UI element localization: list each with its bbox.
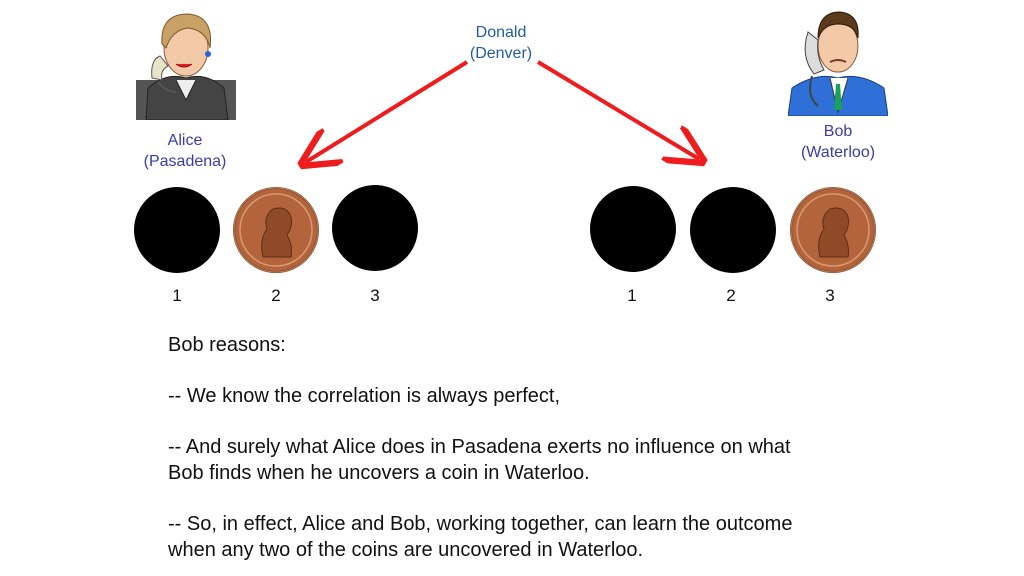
alice-coin-3-number: 3 bbox=[370, 286, 380, 305]
reasoning-point-1: -- We know the correlation is always per… bbox=[168, 383, 888, 409]
reasoning-point-2: -- And surely what Alice does in Pasaden… bbox=[168, 434, 888, 486]
donald-name: Donald bbox=[475, 24, 527, 41]
reasoning-text: Bob reasons: bbox=[168, 332, 888, 358]
bob-coin-1-covered[interactable] bbox=[590, 186, 676, 272]
bob-coin-1-number: 1 bbox=[627, 286, 637, 305]
alice-place: (Pasadena) bbox=[143, 153, 227, 170]
bob-place: (Waterloo) bbox=[800, 144, 876, 161]
donald-label: Donald (Denver) bbox=[451, 22, 551, 64]
bob-name: Bob bbox=[823, 123, 853, 140]
bob-portrait bbox=[788, 11, 888, 116]
bob-coin-2-covered[interactable] bbox=[690, 187, 776, 273]
donald-place: (Denver) bbox=[469, 45, 533, 62]
reasoning-point-3-line2: when any two of the coins are uncovered … bbox=[168, 539, 644, 561]
arrow-to-alice bbox=[306, 60, 469, 162]
alice-coin-2-number: 2 bbox=[271, 286, 281, 305]
alice-label: Alice (Pasadena) bbox=[120, 130, 250, 172]
reasoning-point-2-line1: -- And surely what Alice does in Pasaden… bbox=[168, 436, 791, 458]
reasoning-point-1-line: -- We know the correlation is always per… bbox=[168, 385, 561, 407]
reasoning-heading: Bob reasons: bbox=[168, 334, 286, 356]
bob-coin-3-penny[interactable] bbox=[790, 187, 876, 273]
arrow-to-bob bbox=[536, 60, 699, 159]
bob-coin-2-number: 2 bbox=[726, 286, 736, 305]
bob-label: Bob (Waterloo) bbox=[778, 121, 898, 163]
alice-coin-2-penny[interactable] bbox=[233, 187, 319, 273]
alice-coin-1-number: 1 bbox=[172, 286, 182, 305]
alice-coin-3-covered[interactable] bbox=[332, 185, 418, 271]
alice-portrait bbox=[136, 13, 236, 120]
reasoning-point-3-line1: -- So, in effect, Alice and Bob, working… bbox=[168, 513, 793, 535]
reasoning-point-2-line2: Bob finds when he uncovers a coin in Wat… bbox=[168, 462, 590, 484]
bob-coin-3-number: 3 bbox=[825, 286, 835, 305]
alice-name: Alice bbox=[167, 132, 203, 149]
reasoning-point-3: -- So, in effect, Alice and Bob, working… bbox=[168, 511, 888, 563]
alice-coin-1-covered[interactable] bbox=[134, 187, 220, 273]
